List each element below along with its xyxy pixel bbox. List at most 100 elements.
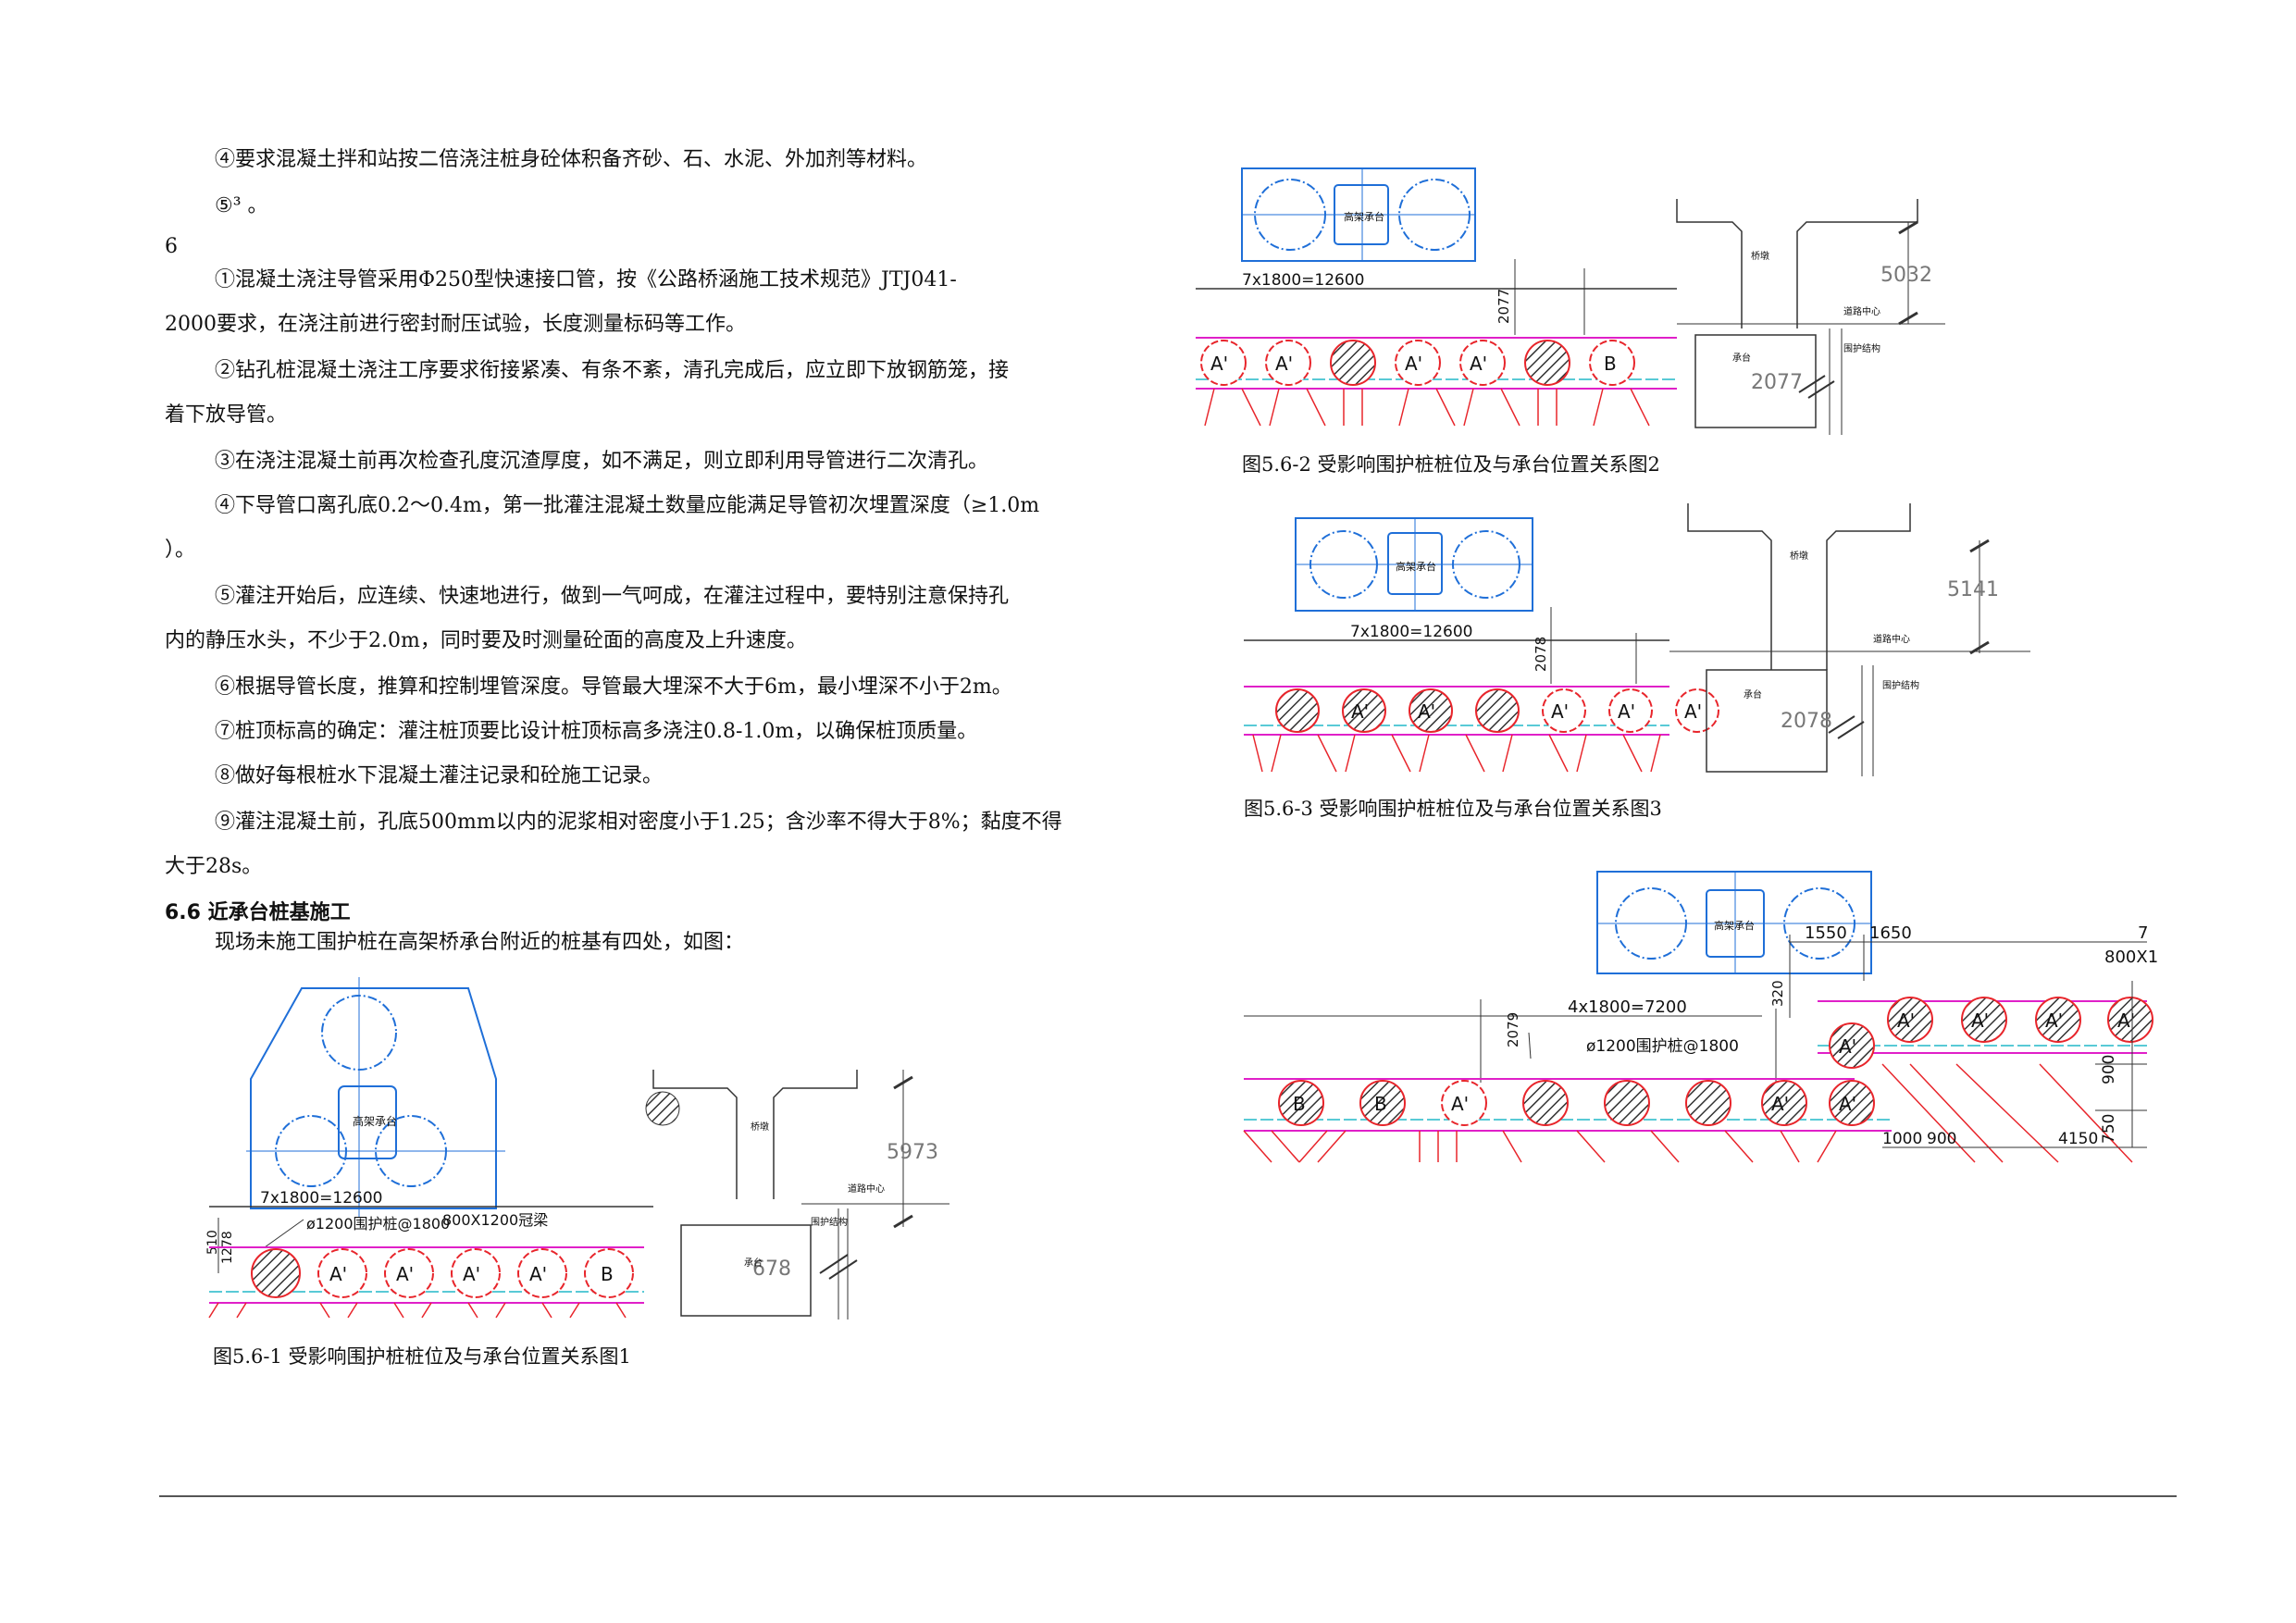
fig4-dim-v: 2079 xyxy=(1505,1012,1521,1047)
fig3-dim-span: 7x1800=12600 xyxy=(1350,623,1472,641)
text-line-8: ③在浇注混凝土前再次检查孔度沉渣厚度，如不满足，则立即利用导管进行二次清孔。 xyxy=(215,450,989,473)
text-line-1: ④要求混凝土拌和站按二倍浇注桩身砼体积备齐砂、石、水泥、外加剂等材料。 xyxy=(215,148,928,171)
svg-text:桥墩: 桥墩 xyxy=(1751,250,1769,262)
svg-text:A': A' xyxy=(2117,1010,2135,1032)
fig2-dim-v: 2077 xyxy=(1496,289,1512,324)
fig4-dim-4150: 4150 xyxy=(2058,1130,2098,1148)
fig4-top-pile-1: A' xyxy=(1887,997,1933,1043)
fig1-dim-span: 7x1800=12600 xyxy=(260,1189,382,1208)
svg-text:A': A' xyxy=(1351,700,1369,723)
fig4-dim-900h: 900 xyxy=(1927,1130,1956,1148)
footer-rule xyxy=(159,1495,2177,1497)
svg-text:围护结构: 围护结构 xyxy=(1843,342,1880,354)
svg-text:A': A' xyxy=(1684,700,1702,723)
text-line-13: ⑥根据导管长度，推算和控制埋管深度。导管最大埋深不大于6m，最小埋深不小于2m。 xyxy=(215,675,1012,699)
svg-text:A': A' xyxy=(1839,1035,1856,1058)
figure-4: 高架承台 1550 1650 7 800X1 320 4x1800=7200 2… xyxy=(1243,871,2158,1163)
fig4-pile-2: A' xyxy=(1441,1080,1487,1126)
svg-text:A': A' xyxy=(1275,353,1293,375)
fig4-top-pile-3: A' xyxy=(2035,997,2081,1043)
svg-text:A': A' xyxy=(1618,700,1635,723)
fig2-dim-offset: 2077 xyxy=(1751,371,1803,394)
fig1-pile-3: A' xyxy=(451,1248,501,1298)
text-line-14: ⑦桩顶标高的确定：灌注桩顶要比设计桩顶标高多浇注0.8-1.0m，以确保桩顶质量… xyxy=(215,720,978,743)
fig4-dim-1000: 1000 xyxy=(1882,1130,1922,1148)
svg-text:B: B xyxy=(1374,1093,1387,1115)
text-line-12: 内的静压水头，不少于2.0m，同时要及时测量砼面的高度及上升速度。 xyxy=(165,629,807,652)
fig3-pile-1: A' xyxy=(1342,688,1386,733)
fig2-pile-5 xyxy=(1524,340,1570,386)
figure-1-caption: 图5.6-1 受影响围护桩桩位及与承台位置关系图1 xyxy=(213,1345,631,1368)
fig1-pile-0 xyxy=(251,1248,301,1298)
svg-text:B: B xyxy=(1293,1093,1306,1115)
fig1-dim-offset: 678 xyxy=(752,1258,791,1281)
text-line-17: 大于28s。 xyxy=(165,855,263,878)
svg-text:A': A' xyxy=(1897,1010,1915,1032)
fig3-dim-right-v: 5141 xyxy=(1947,578,1999,601)
fig2-dim-right-v: 5032 xyxy=(1880,264,1932,287)
svg-text:高架承台: 高架承台 xyxy=(1714,919,1755,932)
figure-2-caption: 图5.6-2 受影响围护桩桩位及与承台位置关系图2 xyxy=(1242,453,1660,476)
svg-text:A': A' xyxy=(2045,1010,2063,1032)
text-line-9: ④下导管口离孔底0.2～0.4m，第一批灌注混凝土数量应能满足导管初次埋置深度（… xyxy=(215,494,1040,517)
text-line-11: ⑤灌注开始后，应连续、快速地进行，做到一气呵成，在灌注过程中，要特别注意保持孔 xyxy=(215,585,1010,608)
fig1-pile-2: A' xyxy=(384,1248,434,1298)
text-line-10: ）。 xyxy=(165,539,196,562)
fig1-beam-label: 800X1200冠梁 xyxy=(442,1211,548,1229)
fig2-dim-span: 7x1800=12600 xyxy=(1242,271,1364,290)
fig2-pile-6: B xyxy=(1589,340,1635,386)
svg-text:A': A' xyxy=(1470,353,1487,375)
fig3-dim-offset: 2078 xyxy=(1781,710,1832,733)
svg-text:道路中心: 道路中心 xyxy=(848,1183,885,1195)
svg-text:A': A' xyxy=(1451,1093,1469,1115)
fig1-dim-right-v: 5973 xyxy=(887,1141,938,1164)
svg-text:承台: 承台 xyxy=(1732,352,1751,364)
svg-text:B: B xyxy=(1604,353,1617,375)
section-heading: 6.6 近承台桩基施工 xyxy=(165,901,351,924)
text-line-6: ②钻孔桩混凝土浇注工序要求衔接紧凑、有条不紊，清孔完成后，应立即下放钢筋笼，接 xyxy=(215,359,1010,382)
fig4-top-pile-2: A' xyxy=(1961,997,2007,1043)
fig3-pile-3 xyxy=(1475,688,1520,733)
svg-text:围护结构: 围护结构 xyxy=(811,1216,848,1228)
intro-text: 现场未施工围护桩在高架桥承台附近的桩基有四处，如图： xyxy=(215,931,745,954)
svg-text:道路中心: 道路中心 xyxy=(1843,305,1880,317)
svg-text:围护结构: 围护结构 xyxy=(1882,679,1919,691)
fig4-pile-6: A' xyxy=(1761,1080,1807,1126)
svg-text:A': A' xyxy=(529,1263,547,1285)
svg-text:桥墩: 桥墩 xyxy=(751,1121,769,1133)
figure-3: 高架承台 7x1800=12600 2078 A' A' A' A' A' 51… xyxy=(1244,503,2030,776)
fig3-pile-4: A' xyxy=(1542,688,1586,733)
fig3-pile-6: A' xyxy=(1675,688,1719,733)
svg-text:A': A' xyxy=(1551,700,1569,723)
text-line-4: ①混凝土浇注导管采用Φ250型快速接口管，按《公路桥涵施工技术规范》JTJ041… xyxy=(215,268,957,291)
svg-text:桥墩: 桥墩 xyxy=(1790,550,1808,562)
fig2-pile-4: A' xyxy=(1459,340,1506,386)
fig3-pile-0 xyxy=(1275,688,1320,733)
figure-1: 高架承台 7x1800=12600 ø1200围护桩@1800 800X1200… xyxy=(205,977,949,1319)
fig4-pile-3 xyxy=(1522,1080,1569,1126)
fig4-dim-1550: 1550 xyxy=(1805,923,1847,943)
fig3-pile-2: A' xyxy=(1409,688,1453,733)
text-line-16: ⑨灌注混凝土前，孔底500mm以内的泥浆相对密度小于1.25；含沙率不得大于8%… xyxy=(215,811,1062,834)
fig4-dim-tr2: 800X1 xyxy=(2104,948,2158,967)
fig4-dim-750: 750 xyxy=(2100,1114,2118,1144)
fig4-top-pile-0: A' xyxy=(1829,1022,1875,1069)
fig4-pile-7: A' xyxy=(1829,1080,1875,1126)
fig4-pile-label: ø1200围护桩@1800 xyxy=(1586,1037,1739,1056)
fig1-pile-1: A' xyxy=(317,1248,367,1298)
fig4-pile-0: B xyxy=(1278,1080,1324,1126)
svg-text:A': A' xyxy=(1771,1093,1789,1115)
fig4-dim-1650: 1650 xyxy=(1869,923,1912,943)
svg-text:A': A' xyxy=(329,1263,347,1285)
fig4-dim-tr1: 7 xyxy=(2138,923,2148,943)
svg-text:承台: 承台 xyxy=(744,1257,763,1269)
fig1-dim-v2: 510 xyxy=(205,1230,220,1255)
svg-text:B: B xyxy=(601,1263,614,1285)
fig4-pile-4 xyxy=(1604,1080,1650,1126)
fig4-dim-small: 320 xyxy=(1769,980,1786,1007)
svg-text:A': A' xyxy=(1405,353,1422,375)
fig1-cap-label: 高架承台 xyxy=(353,1114,397,1128)
text-line-2: ⑤³ 。 xyxy=(215,194,268,217)
svg-text:A': A' xyxy=(1210,353,1228,375)
fig4-pile-1: B xyxy=(1359,1080,1406,1126)
